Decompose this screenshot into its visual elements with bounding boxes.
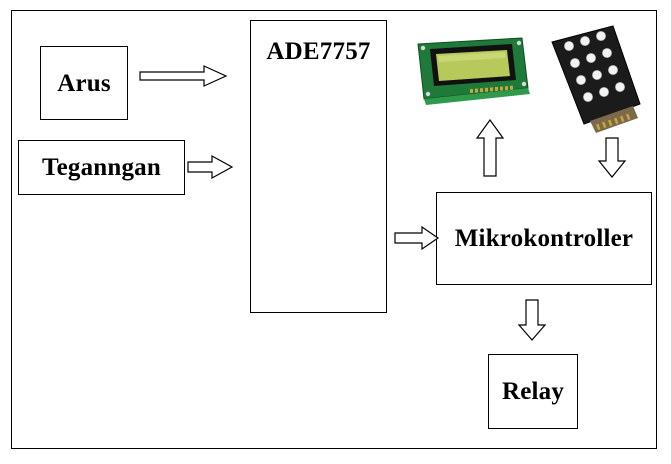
relay-label: Relay	[501, 378, 565, 405]
relay-block: Relay	[488, 354, 578, 429]
arus-block: Arus	[40, 46, 128, 120]
arrow-ade-to-mikro	[394, 225, 440, 251]
arus-label: Arus	[57, 69, 111, 97]
keypad-module-image	[551, 25, 641, 133]
arrow-mikro-to-lcd	[475, 118, 505, 177]
ade7757-block: ADE7757	[250, 20, 387, 313]
tegangan-block: Teganngan	[18, 140, 185, 195]
tegangan-label: Teganngan	[42, 154, 161, 181]
mikrokontroller-label: Mikrokontroller	[454, 225, 634, 252]
arrow-mikro-to-relay	[517, 299, 547, 341]
arrow-tegangan-to-ade	[187, 154, 234, 180]
arrow-arus-to-ade	[139, 65, 228, 87]
arrow-keypad-to-mikro	[597, 137, 627, 178]
ade7757-label: ADE7757	[266, 38, 371, 65]
diagram-frame	[11, 10, 657, 449]
lcd-module-image	[417, 37, 530, 105]
mikrokontroller-block: Mikrokontroller	[436, 192, 652, 285]
